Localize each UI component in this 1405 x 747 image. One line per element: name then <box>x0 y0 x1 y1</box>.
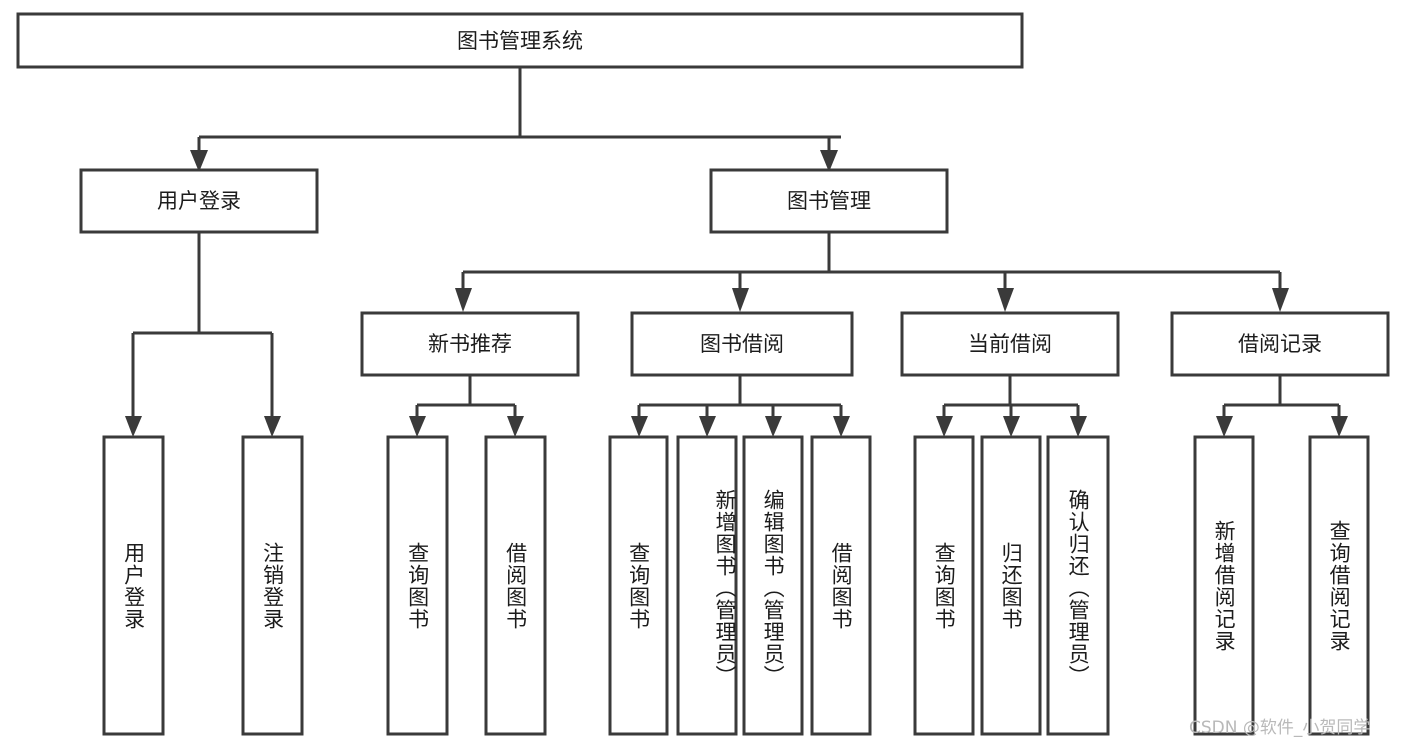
arrow-head-leaf-query-record <box>1331 416 1348 437</box>
csdn-watermark: CSDN @软件_小贺同学 <box>1189 718 1371 738</box>
node-book-manage[interactable]: 图书管理 <box>709 168 949 234</box>
leaf-box-add-book-admin[interactable] <box>676 435 738 736</box>
node-book-manage-box[interactable] <box>709 168 949 234</box>
arrow-head-leaf-query-book-1 <box>409 416 426 437</box>
connector-group-root <box>190 67 841 172</box>
node-book-borrow-label: 图书借阅 <box>700 332 784 356</box>
node-user-login-label: 用户登录 <box>157 189 241 213</box>
leaf-boxes-group <box>102 435 1370 736</box>
arrow-head-leaf-borrow-book-2 <box>833 416 850 437</box>
node-book-borrow[interactable]: 图书借阅 <box>630 311 854 377</box>
connector-group-new-book-rec <box>409 375 524 437</box>
arrow-head-leaf-logout <box>264 416 281 437</box>
leaf-box-query-book-3[interactable] <box>913 435 975 736</box>
node-root-label: 图书管理系统 <box>457 29 583 53</box>
node-new-book-recommend-label: 新书推荐 <box>428 332 512 356</box>
node-user-login[interactable]: 用户登录 <box>79 168 319 234</box>
arrow-head-leaf-query-book-3 <box>936 416 953 437</box>
connector-group-book-borrow <box>631 375 850 437</box>
leaf-box-query-book-2[interactable] <box>608 435 669 736</box>
arrow-head-leaf-add-book <box>699 416 716 437</box>
node-borrow-record[interactable]: 借阅记录 <box>1170 311 1390 377</box>
node-new-book-recommend[interactable]: 新书推荐 <box>360 311 580 377</box>
node-user-login-box[interactable] <box>79 168 319 234</box>
leaf-box-confirm-return-admin[interactable] <box>1046 435 1110 736</box>
node-borrow-record-box[interactable] <box>1170 311 1390 377</box>
arrow-head-to-book-borrow <box>732 288 749 312</box>
node-root[interactable]: 图书管理系统 <box>16 12 1024 69</box>
arrow-head-leaf-user-login <box>125 416 142 437</box>
arrow-head-to-borrow-record <box>1272 288 1289 312</box>
arrow-head-leaf-borrow-book-1 <box>507 416 524 437</box>
leaf-box-borrow-book-1[interactable] <box>484 435 547 736</box>
arrow-head-leaf-confirm-return <box>1070 416 1087 437</box>
node-borrow-record-label: 借阅记录 <box>1238 332 1322 356</box>
node-book-manage-label: 图书管理 <box>787 189 871 213</box>
leaf-box-query-book-1[interactable] <box>386 435 449 736</box>
leaf-box-add-borrow-record[interactable] <box>1193 435 1255 736</box>
connector-group-current-borrow <box>936 375 1087 437</box>
leaf-box-query-borrow-record[interactable] <box>1308 435 1370 736</box>
arrow-head-to-user-login <box>190 150 208 172</box>
node-current-borrow[interactable]: 当前借阅 <box>900 311 1120 377</box>
leaf-box-return-book[interactable] <box>980 435 1042 736</box>
leaf-box-user-login[interactable] <box>102 435 165 736</box>
arrow-head-leaf-return-book <box>1003 416 1020 437</box>
leaf-box-logout[interactable] <box>241 435 304 736</box>
node-current-borrow-label: 当前借阅 <box>968 332 1052 356</box>
arrow-head-to-new-book-rec <box>455 288 472 312</box>
node-root-box[interactable] <box>16 12 1024 69</box>
leaf-box-borrow-book-2[interactable] <box>810 435 872 736</box>
arrow-head-leaf-query-book-2 <box>631 416 648 437</box>
connector-group-book-manage <box>455 232 1289 312</box>
connector-group-borrow-record <box>1216 375 1348 437</box>
arrow-head-leaf-add-record <box>1216 416 1233 437</box>
leaf-box-edit-book-admin[interactable] <box>742 435 804 736</box>
node-new-book-recommend-box[interactable] <box>360 311 580 377</box>
node-book-borrow-box[interactable] <box>630 311 854 377</box>
arrow-head-to-current-borrow <box>997 288 1014 312</box>
connector-group-user-login <box>125 232 281 437</box>
arrow-head-leaf-edit-book <box>765 416 782 437</box>
node-current-borrow-box[interactable] <box>900 311 1120 377</box>
arrow-head-to-book-manage <box>820 150 838 172</box>
